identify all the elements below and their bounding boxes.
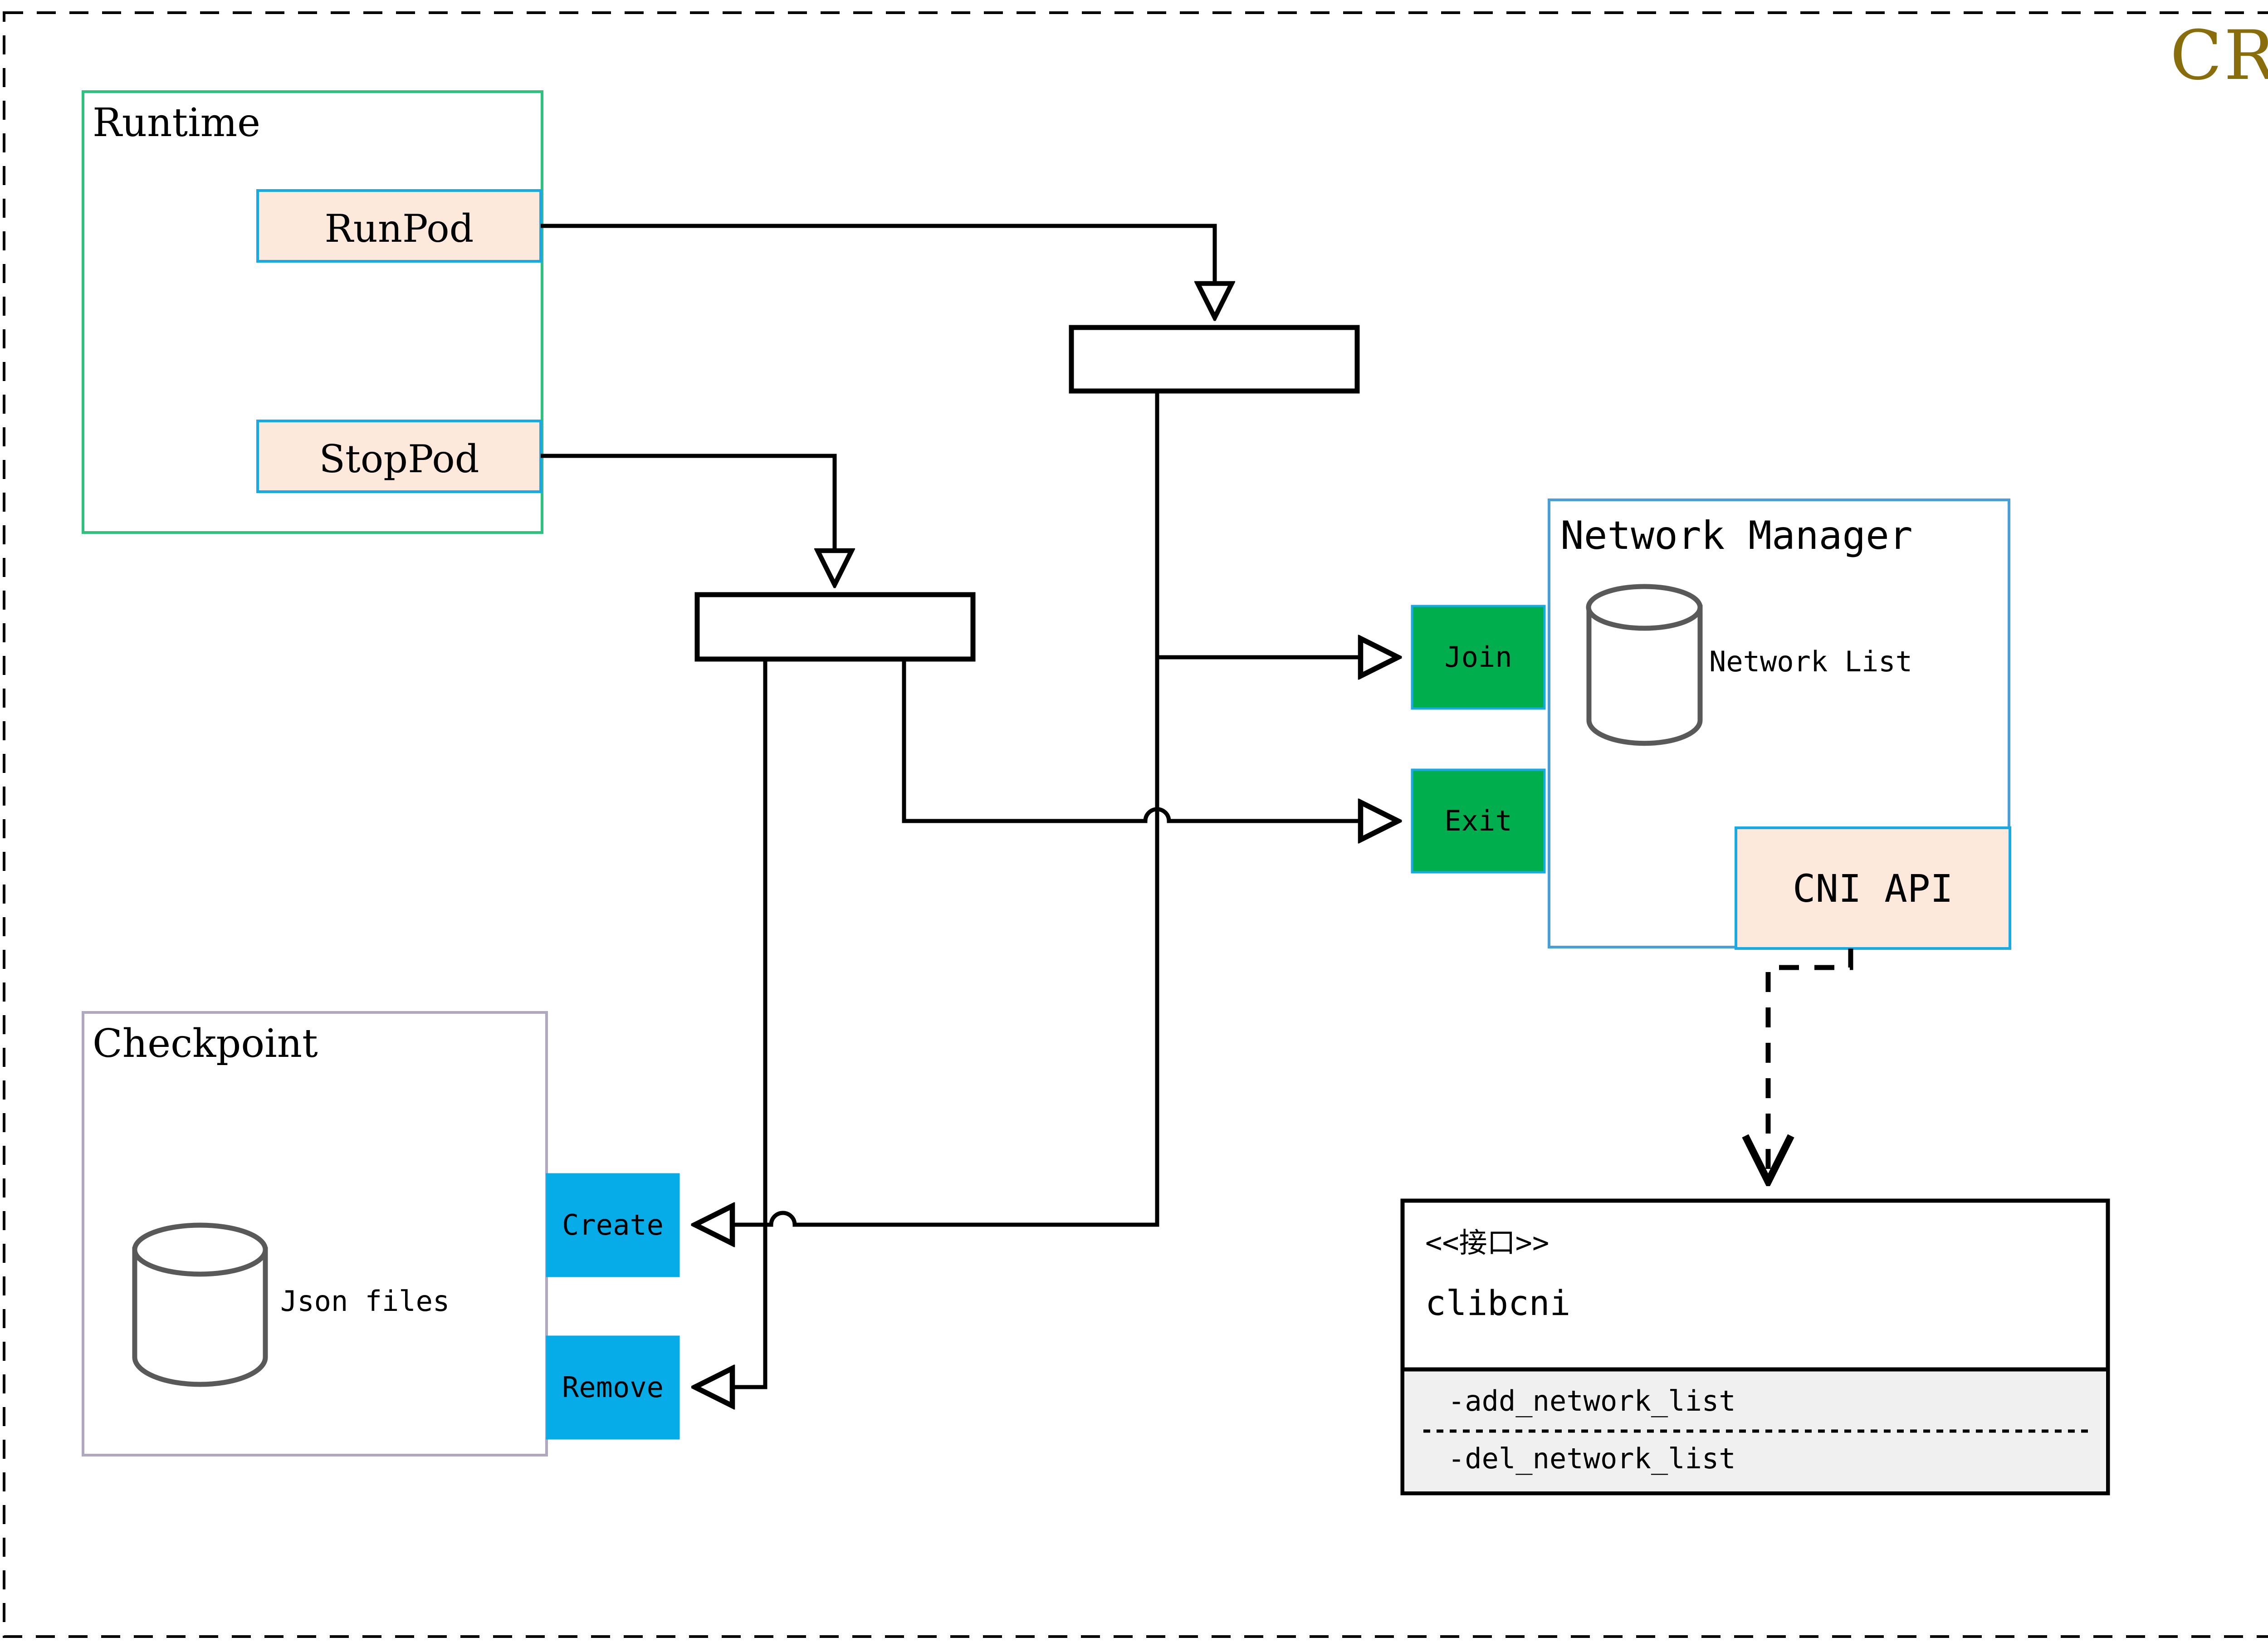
- connector-fork-to-join: [1155, 391, 1398, 657]
- network-list-label: Network List: [1709, 645, 1912, 678]
- create-box[interactable]: [546, 1173, 680, 1277]
- create-label: Create: [562, 1208, 664, 1241]
- clibcni-stereotype: <<接口>>: [1425, 1226, 1549, 1259]
- clibcni-operation-add: -add_network_list: [1448, 1384, 1736, 1417]
- json-files-cylinder-icon: [132, 1222, 268, 1387]
- cni-api-box[interactable]: [1735, 826, 2011, 950]
- checkpoint-package-title: Checkpoint: [93, 1021, 318, 1066]
- runpod-box[interactable]: [256, 189, 542, 263]
- clibcni-name: clibcni: [1425, 1283, 1571, 1323]
- cni-api-label: CNI API: [1792, 866, 1953, 911]
- clibcni-operation-del: -del_network_list: [1448, 1442, 1736, 1475]
- fork-bar-runpod: [1069, 325, 1360, 394]
- connector-fork-to-exit: [902, 659, 1398, 821]
- connector-runpod-to-fork: [541, 224, 1215, 318]
- outer-dashed-frame: [3, 11, 2268, 1638]
- remove-label: Remove: [562, 1371, 664, 1404]
- runpod-label: RunPod: [324, 206, 474, 251]
- connector-fork-to-create: [695, 391, 1159, 1225]
- fork-bar-stoppod: [694, 592, 976, 662]
- json-files-label: Json files: [280, 1285, 450, 1318]
- join-box[interactable]: [1411, 605, 1546, 710]
- connector-fork-to-remove: [695, 659, 767, 1387]
- network-list-cylinder-icon: [1586, 584, 1703, 746]
- runtime-package-title: Runtime: [93, 100, 261, 146]
- remove-box[interactable]: [546, 1335, 680, 1440]
- page-title: CRI: [2170, 16, 2268, 95]
- join-label: Join: [1444, 640, 1512, 674]
- connector-stoppod-to-fork: [541, 454, 835, 585]
- network-manager-package-title: Network Manager: [1560, 513, 1913, 558]
- exit-label: Exit: [1444, 804, 1512, 837]
- connector-cni-api-to-clibcni: [1768, 948, 1853, 1182]
- stoppod-label: StopPod: [319, 437, 479, 481]
- exit-box[interactable]: [1411, 768, 1546, 874]
